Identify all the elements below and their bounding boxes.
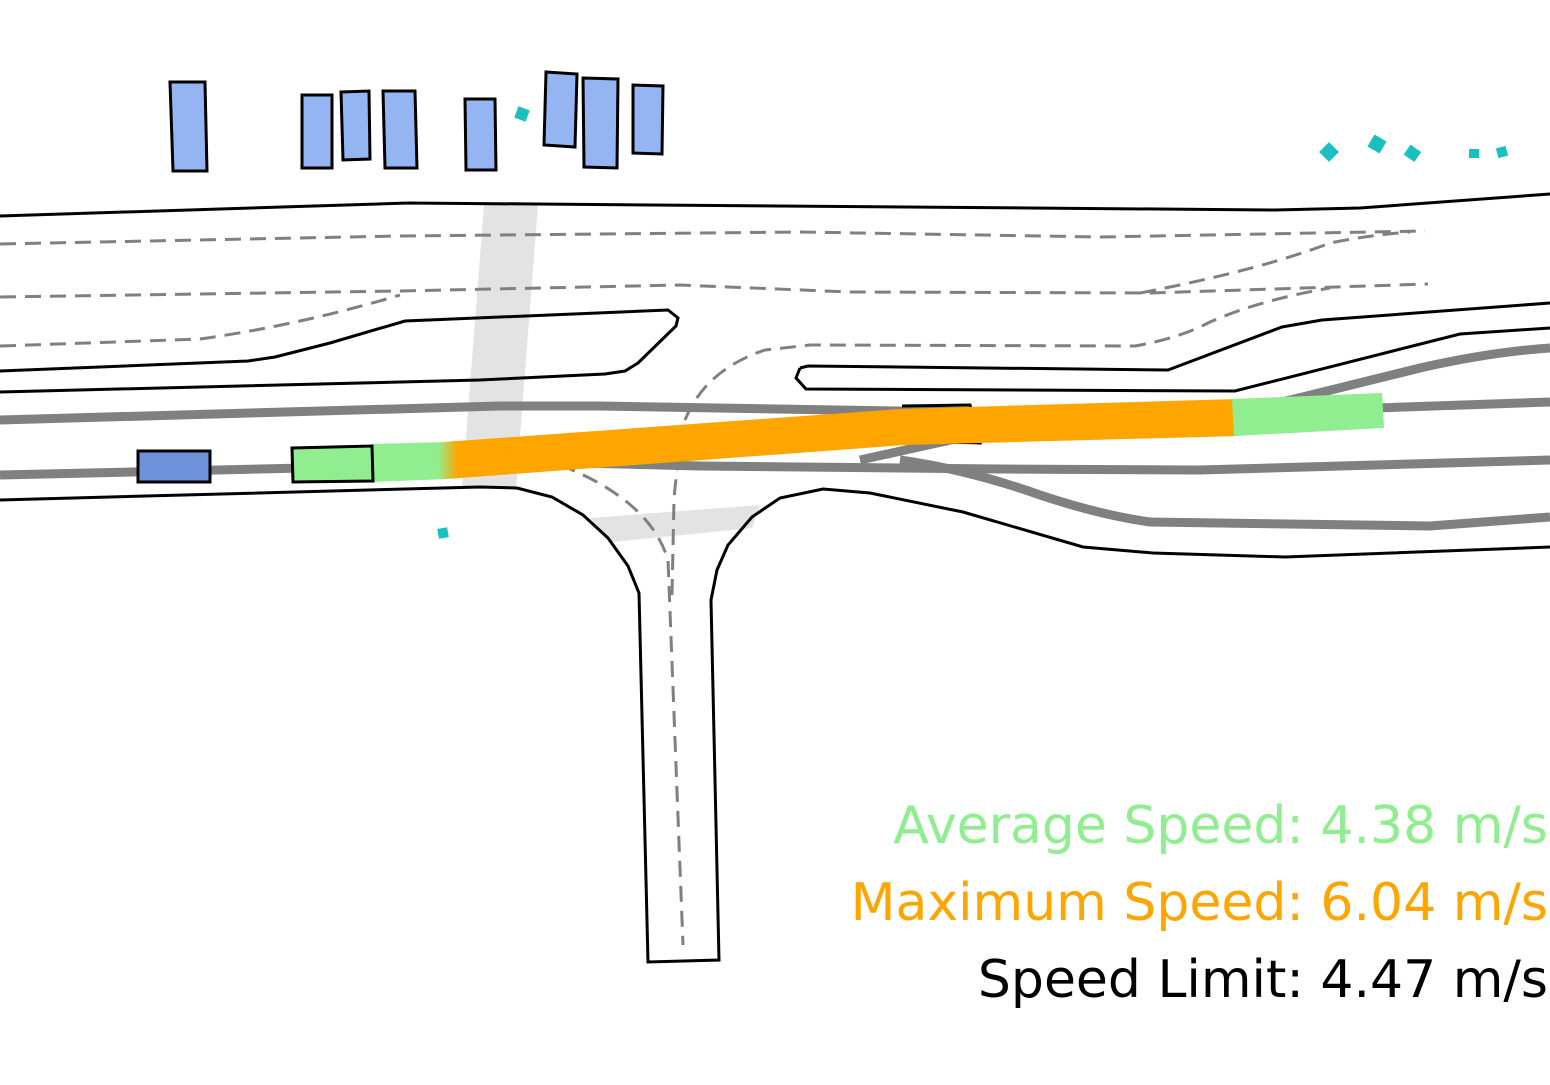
road-edge-right-island [799,301,1550,372]
centerline-main [0,455,1550,480]
lane-divider-merge [0,293,401,348]
maximum-speed-label: Maximum Speed: 6.04 m/s [850,873,1548,933]
trajectory-green-start [372,442,448,482]
pedestrian-marker [1469,149,1479,158]
trajectory-fade-start [438,441,458,479]
lane-divider-ramp-top [1139,230,1411,295]
road-edge-median-island [0,308,680,394]
speed-legend: Average Speed: 4.38 m/s Maximum Speed: 6… [851,788,1548,1019]
parked-car-1 [168,80,209,173]
lane-divider-middle [0,282,1429,299]
lane-divider-inner-loop [683,286,1331,421]
road-edge-right-island-lower [794,326,1550,393]
parked-car-8 [631,83,665,156]
pedestrian-marker [1319,142,1339,162]
crosswalk-south [590,505,760,542]
parked-car-2 [300,93,334,170]
parked-car-3 [339,89,372,162]
lane-divider-south-curve [559,463,685,946]
trajectory-orange-segment [444,399,1239,479]
lane-divider-upper [0,229,1426,246]
crosswalk-north [462,205,538,488]
parked-car-6 [542,70,579,149]
lead-vehicle [136,449,212,484]
average-speed-label: Average Speed: 4.38 m/s [893,796,1548,856]
road-edge-north [0,192,1550,218]
trajectory-green-end [1232,393,1384,436]
pedestrian-marker [1367,134,1387,154]
parked-car-4 [381,89,419,170]
pedestrian-marker [1495,145,1509,159]
lane-dividers [0,229,1429,946]
road-edges [0,192,1550,964]
speed-limit-label: Speed Limit: 4.47 m/s [977,950,1548,1010]
pedestrians [437,106,1509,539]
ego-vehicle [290,444,375,484]
pedestrian-marker [437,527,449,539]
parked-car-5 [463,97,498,172]
road-edge-south-west [0,485,1550,964]
parked-car-7 [581,76,620,170]
ego-trajectory [372,393,1384,482]
parked-vehicles [168,70,665,173]
centerline-ramp-down [899,455,1550,531]
pedestrian-marker [514,106,530,122]
pedestrian-marker [1403,144,1422,162]
